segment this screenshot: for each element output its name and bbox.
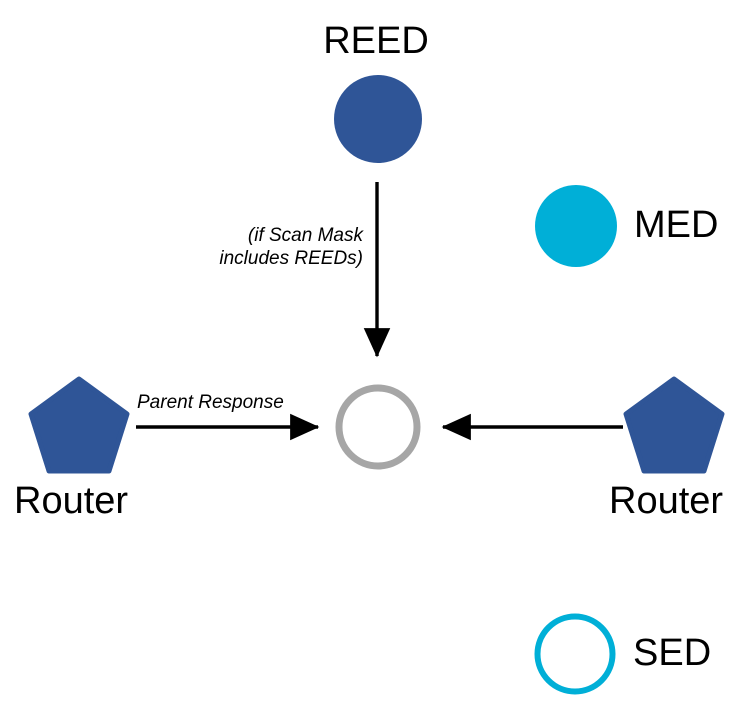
edge-reed-label-line-2: includes REEDs) <box>219 248 363 270</box>
edge-reed-label-line-1: (if Scan Mask <box>247 225 363 246</box>
router-left-node-shape <box>28 376 130 474</box>
joining-device-node-shape <box>335 384 421 470</box>
router-left-node-label: Router <box>14 480 129 522</box>
reed-node-shape <box>334 75 422 163</box>
med-node-shape <box>535 185 617 267</box>
router-right-node-shape <box>623 376 725 474</box>
router-right-node-label: Router <box>609 480 724 522</box>
reed-node-label: REED <box>323 20 429 62</box>
sed-node-shape <box>534 613 616 695</box>
sed-node-label: SED <box>633 632 712 674</box>
edge-parent-response-label-line-1: Parent Response <box>137 392 284 413</box>
edge-router-left-to-device-label: Parent Response <box>137 391 337 414</box>
med-node-label: MED <box>634 204 719 246</box>
edge-reed-to-device-label: (if Scan Mask includes REEDs) <box>198 224 363 270</box>
